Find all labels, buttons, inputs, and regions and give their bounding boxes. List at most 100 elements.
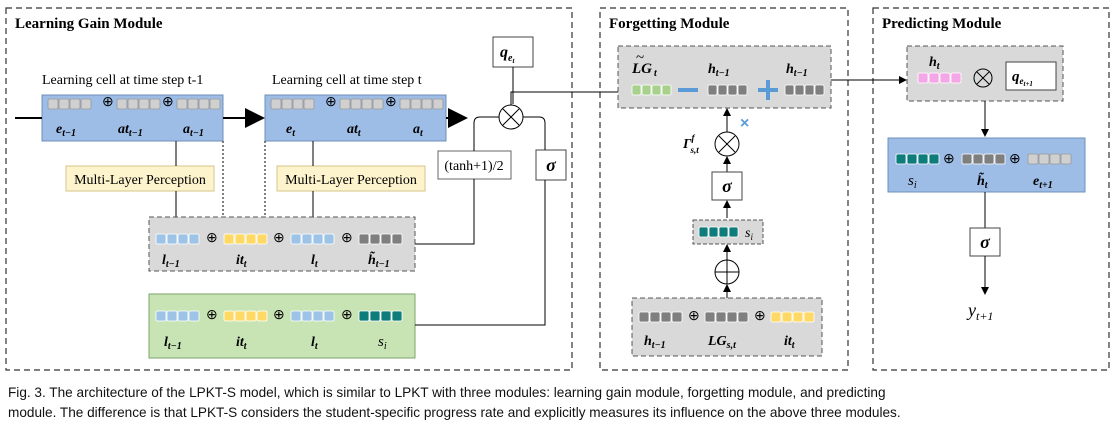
- sigma-box-predict: [969, 227, 1001, 257]
- tanh-label: (tanh+1)/2: [444, 159, 503, 174]
- forgetting-module-title: Forgetting Module: [609, 16, 730, 32]
- predict-label-h-tilde: h̃t: [977, 171, 989, 191]
- gray-oplus-1: ⊕: [206, 231, 218, 246]
- green-concat-segments: [155, 310, 403, 322]
- forget-lg-vector: [631, 84, 672, 96]
- predict-h-tilde-vector: [961, 153, 1006, 165]
- figure-caption: Fig. 3. The architecture of the LPKT-S m…: [8, 383, 1108, 423]
- predict-h-segments: [917, 72, 962, 84]
- q-e-label: qet: [500, 44, 515, 65]
- forget-bottom-oplus-2: ⊕: [754, 309, 766, 324]
- prev-e-vector: [47, 98, 92, 110]
- curr-cell-title: Learning cell at time step t: [272, 73, 422, 88]
- curr-e-vector: [270, 98, 315, 110]
- predict-h-vector: [917, 72, 962, 84]
- green-l-prev-vector: [155, 310, 200, 322]
- forget-s-label: si: [745, 226, 753, 242]
- sigma-box-lg: [535, 149, 567, 181]
- predict-s-vector: [895, 153, 940, 165]
- predicting-module-title: Predicting Module: [882, 16, 1002, 32]
- prev-cell-vector-segments: [47, 98, 221, 110]
- green-concat-box: [148, 293, 416, 359]
- learning-gain-module-title: Learning Gain Module: [15, 16, 163, 32]
- gray-h-tilde-vector: [358, 233, 403, 245]
- sigma-label-forget: σ: [722, 176, 733, 196]
- q-e-box: [492, 36, 534, 68]
- predict-label-e: et+1: [1033, 174, 1053, 191]
- forgetting-bottom-segments: [638, 311, 815, 323]
- lg-tilde-mark: ~: [636, 50, 644, 66]
- green-it-vector: [223, 310, 268, 322]
- sigma-box-forget: [711, 171, 743, 201]
- green-label-l-curr: lt: [311, 335, 319, 352]
- forget-bottom-it-vector: [770, 311, 815, 323]
- forgetting-top-segments: [631, 84, 825, 96]
- predict-oplus-2: ⊕: [1009, 152, 1021, 167]
- sigma-to-otimes-line: [523, 116, 546, 150]
- gray-label-h-tilde: h̃t−1: [368, 250, 390, 270]
- gray-label-l-curr: lt: [311, 253, 319, 270]
- gray-oplus-2: ⊕: [273, 231, 285, 246]
- learning-gain-module-frame: [5, 7, 573, 371]
- prev-cell-oplus-2: ⊕: [162, 95, 174, 110]
- caption-line-2: module. The difference is that LPKT-S co…: [8, 405, 901, 420]
- curr-cell-oplus-2: ⊕: [385, 95, 397, 110]
- q-e-next-label: qet+1: [1012, 69, 1033, 88]
- tanh-to-otimes-line: [473, 116, 499, 151]
- forgetting-top-box: [617, 45, 832, 109]
- predict-concat-box: [887, 137, 1086, 193]
- caption-line-1: Fig. 3. The architecture of the LPKT-S m…: [8, 385, 886, 400]
- green-label-it: itt: [236, 335, 248, 352]
- gray-to-tanh-line: [415, 179, 475, 245]
- forget-h1-vector: [707, 84, 748, 96]
- mlp-label-curr: Multi-Layer Perception: [285, 173, 417, 188]
- curr-cell-oplus-1: ⊕: [325, 95, 337, 110]
- forget-minus-icon: [678, 88, 698, 92]
- prev-cell-label-at: att−1: [118, 122, 143, 139]
- green-oplus-2: ⊕: [273, 308, 285, 323]
- forget-s-segments: [698, 226, 739, 238]
- predicting-module-frame: [872, 7, 1110, 371]
- mlp-box-curr: [276, 165, 426, 192]
- mlp-box-prev: [65, 165, 215, 192]
- forget-h1-label: ht−1: [708, 62, 730, 79]
- prev-cell-title: Learning cell at time step t-1: [42, 73, 203, 88]
- prev-at-vector: [116, 98, 161, 110]
- forget-bottom-h-vector: [638, 311, 683, 323]
- sigma-label-predict: σ: [980, 232, 991, 252]
- gray-label-it: itt: [236, 253, 248, 270]
- green-l-curr-vector: [290, 310, 335, 322]
- green-oplus-3: ⊕: [341, 308, 353, 323]
- forget-bottom-label-h: ht−1: [644, 334, 666, 351]
- curr-cell-label-e: et: [286, 122, 296, 139]
- green-label-l-prev: lt−1: [164, 335, 182, 352]
- forget-h2-vector: [784, 84, 825, 96]
- forget-plus-icon-v: [766, 80, 770, 100]
- curr-cell-label-at: att: [347, 122, 362, 139]
- predict-h-label: ht: [929, 55, 941, 72]
- curr-cell-vector-segments: [270, 98, 444, 110]
- gray-label-l-prev: lt−1: [162, 253, 180, 270]
- predict-label-s: si: [908, 173, 917, 191]
- curr-cell-label-a: at: [413, 122, 424, 139]
- prev-a-vector: [176, 98, 221, 110]
- predict-e-vector: [1027, 153, 1072, 165]
- gray-oplus-3: ⊕: [341, 231, 353, 246]
- forgetting-bottom-box: [631, 297, 823, 357]
- forget-s-vector: [698, 226, 739, 238]
- curr-at-vector: [339, 98, 384, 110]
- forget-bottom-lg-vector: [704, 311, 749, 323]
- gray-l-curr-vector: [290, 233, 335, 245]
- predict-oplus-1: ⊕: [943, 152, 955, 167]
- forget-bottom-oplus-1: ⊕: [688, 309, 700, 324]
- forget-h2-label: ht−1: [786, 62, 808, 79]
- y-output-label: yt+1: [966, 300, 993, 323]
- gray-it-vector: [223, 233, 268, 245]
- prev-cell-label-a: at−1: [183, 122, 204, 139]
- prev-cell-oplus-1: ⊕: [102, 95, 114, 110]
- green-oplus-1: ⊕: [206, 308, 218, 323]
- green-label-s: si: [378, 334, 387, 352]
